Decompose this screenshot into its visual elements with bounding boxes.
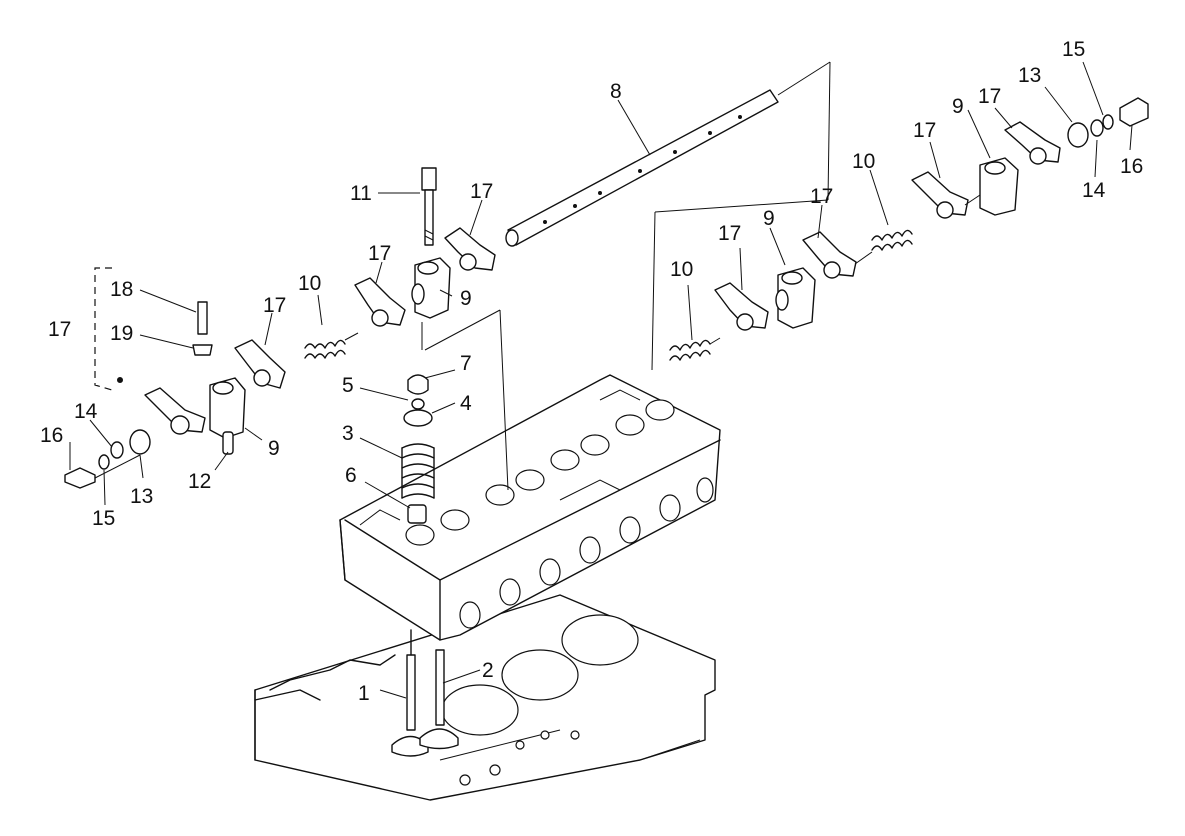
label-part-17-right-4: 17 xyxy=(978,85,1001,108)
label-part-9-right-lower: 9 xyxy=(763,207,775,230)
label-part-17-right-1: 17 xyxy=(718,222,741,245)
label-part-17-right-2: 17 xyxy=(810,185,833,208)
label-part-8: 8 xyxy=(610,80,622,103)
label-part-13-right: 13 xyxy=(1018,64,1041,87)
label-part-17-bracket: 17 xyxy=(48,318,71,341)
label-part-18: 18 xyxy=(110,278,133,301)
label-part-11: 11 xyxy=(350,182,372,205)
label-part-13-left: 13 xyxy=(130,485,153,508)
label-part-15-right: 15 xyxy=(1062,38,1085,61)
label-part-10-right-lower: 10 xyxy=(670,258,693,281)
label-part-10-right-upper: 10 xyxy=(852,150,875,173)
label-part-7: 7 xyxy=(460,352,472,375)
label-part-5: 5 xyxy=(342,374,354,397)
right-rocker-group xyxy=(669,97,1149,361)
label-part-1: 1 xyxy=(358,682,370,705)
label-part-17-lower-left: 17 xyxy=(263,294,286,317)
left-rocker-group xyxy=(64,227,509,491)
label-part-9-lower: 9 xyxy=(268,437,280,460)
label-part-15-left: 15 xyxy=(92,507,115,530)
label-part-17-mid-left: 17 xyxy=(368,242,391,265)
label-part-14-left: 14 xyxy=(74,400,98,423)
valve-exhaust xyxy=(391,629,429,757)
cylinder-head xyxy=(339,374,721,641)
label-part-6: 6 xyxy=(345,464,357,487)
label-part-4: 4 xyxy=(460,392,472,415)
label-part-9-right-upper: 9 xyxy=(952,95,964,118)
label-part-17-upper-left: 17 xyxy=(470,180,493,203)
label-part-19: 19 xyxy=(110,322,133,345)
label-part-17-right-3: 17 xyxy=(913,119,936,142)
bolt-11 xyxy=(421,167,437,246)
part-labels: 1 2 3 4 5 6 7 8 9 9 9 9 10 10 10 11 12 1… xyxy=(40,38,1143,705)
label-part-12: 12 xyxy=(188,470,211,493)
label-part-9-upper: 9 xyxy=(460,287,472,310)
leader-lines xyxy=(69,61,1133,699)
label-part-10-left: 10 xyxy=(298,272,321,295)
rocker-shaft xyxy=(505,61,831,371)
label-part-3: 3 xyxy=(342,422,354,445)
valve-intake xyxy=(419,649,459,750)
label-part-16-right: 16 xyxy=(1120,155,1143,178)
engine-block xyxy=(254,594,716,801)
label-part-14-right: 14 xyxy=(1082,179,1106,202)
valve-spring-stack xyxy=(401,374,435,524)
label-part-2: 2 xyxy=(482,659,494,682)
label-part-16-left: 16 xyxy=(40,424,63,447)
